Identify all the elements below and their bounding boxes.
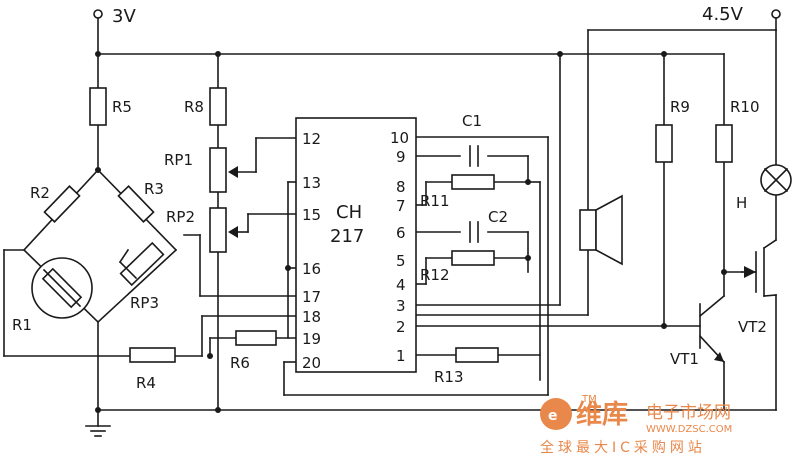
junction-dots (95, 51, 727, 413)
svg-text:13: 13 (302, 174, 321, 192)
svg-text:R8: R8 (184, 98, 204, 116)
ic-name: CH (336, 202, 362, 223)
svg-text:6: 6 (396, 224, 406, 242)
resistor-r13: R13 (434, 347, 499, 386)
svg-text:RP2: RP2 (166, 208, 195, 226)
potentiometer-rp1: RP1 (164, 147, 238, 193)
supply-3v-terminal: 3V (93, 6, 136, 27)
svg-text:R9: R9 (670, 98, 690, 116)
watermark-url: WWW.DZSC.COM (646, 424, 732, 435)
svg-text:15: 15 (302, 206, 321, 224)
watermark-tm: TM (581, 394, 597, 405)
resistor-r3: R3 (117, 180, 164, 223)
svg-text:5: 5 (396, 252, 406, 270)
speaker-icon (579, 194, 623, 266)
ic-ch217: CH 217 12 13 15 16 17 18 19 20 10 9 8 7 … (295, 117, 417, 373)
resistor-r12: R12 (420, 250, 495, 284)
supply-3v-label: 3V (112, 6, 136, 27)
svg-text:VT2: VT2 (738, 318, 767, 336)
transistor-vt1: VT1 (670, 294, 726, 368)
resistor-r5: R5 (89, 87, 132, 126)
svg-text:3: 3 (396, 297, 406, 315)
resistor-r4: R4 (129, 347, 176, 392)
supply-4v5-label: 4.5V (702, 4, 744, 25)
thermistor-r1: R1 (12, 257, 93, 334)
svg-text:18: 18 (302, 308, 321, 326)
svg-text:R12: R12 (420, 266, 450, 284)
resistor-r9: R9 (655, 98, 690, 163)
svg-text:C2: C2 (488, 208, 508, 226)
supply-4v5-terminal: 4.5V (702, 4, 781, 25)
resistor-r10: R10 (715, 98, 760, 163)
svg-text:H: H (736, 194, 747, 212)
svg-text:R11: R11 (420, 192, 450, 210)
svg-text:R13: R13 (434, 368, 464, 386)
svg-text:7: 7 (396, 197, 406, 215)
resistor-r11: R11 (420, 174, 495, 210)
svg-text:R4: R4 (136, 374, 156, 392)
wires (3, 17, 777, 427)
svg-text:9: 9 (396, 148, 406, 166)
lamp-h-icon: H (736, 164, 792, 212)
watermark-brand-sub: 电子市场网 (646, 403, 731, 423)
watermark: e 维库 电子市场网 WWW.DZSC.COM TM 全球最大IC采购网站 (540, 394, 732, 456)
ground-icon (85, 425, 111, 437)
svg-text:17: 17 (302, 288, 321, 306)
svg-text:R10: R10 (730, 98, 760, 116)
svg-text:1: 1 (396, 347, 406, 365)
svg-text:19: 19 (302, 330, 321, 348)
potentiometer-rp3: RP3 (118, 241, 165, 312)
svg-text:16: 16 (302, 260, 321, 278)
potentiometer-rp2: RP2 (166, 207, 238, 253)
svg-text:R6: R6 (230, 354, 250, 372)
resistor-r8: R8 (184, 87, 227, 126)
svg-text:R2: R2 (30, 184, 50, 202)
transistor-vt2: VT2 (738, 238, 778, 336)
svg-text:RP3: RP3 (130, 294, 159, 312)
capacitor-c2: C2 (469, 208, 508, 243)
svg-text:R5: R5 (112, 98, 132, 116)
svg-text:4: 4 (396, 276, 406, 294)
svg-text:R3: R3 (144, 180, 164, 198)
svg-text:R1: R1 (12, 316, 32, 334)
capacitor-c1: C1 (462, 112, 482, 167)
svg-text:e: e (548, 408, 558, 424)
watermark-slogan: 全球最大IC采购网站 (540, 439, 706, 456)
svg-text:C1: C1 (462, 112, 482, 130)
svg-text:VT1: VT1 (670, 350, 699, 368)
watermark-brand: 维库 (576, 399, 628, 430)
svg-text:12: 12 (302, 130, 321, 148)
resistor-r2: R2 (30, 184, 81, 223)
svg-text:2: 2 (396, 318, 406, 336)
resistor-r6: R6 (230, 330, 277, 372)
svg-text:RP1: RP1 (164, 151, 193, 169)
ic-part-number: 217 (330, 226, 364, 247)
svg-text:8: 8 (396, 178, 406, 196)
svg-text:10: 10 (390, 129, 409, 147)
svg-text:20: 20 (302, 354, 321, 372)
